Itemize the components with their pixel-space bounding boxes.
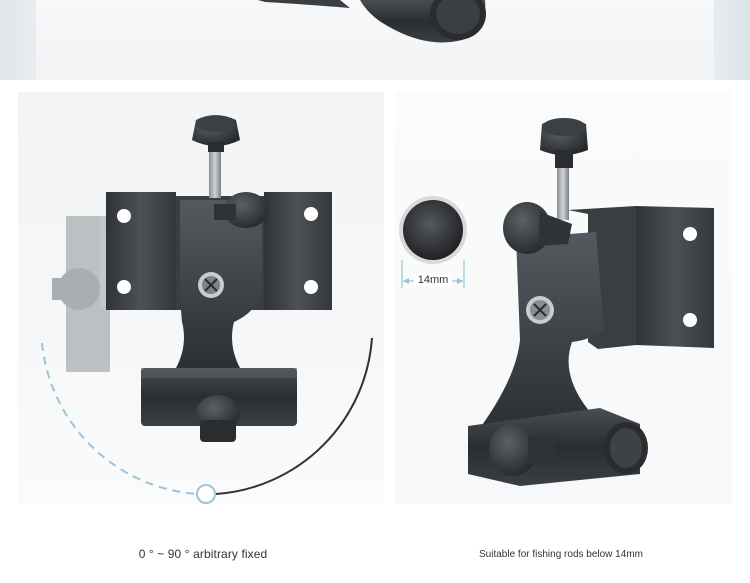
- top-tube-clamp: [258, 0, 486, 43]
- rotation-arc-dashed: [41, 342, 199, 495]
- rotation-handle-icon: [196, 484, 216, 504]
- rotation-arc-solid: [215, 337, 373, 495]
- suitable-caption: Suitable for fishing rods below 14mm: [479, 549, 643, 560]
- right-bracket: [468, 118, 714, 486]
- left-bracket: [106, 115, 332, 442]
- diameter-label: 14mm: [417, 274, 449, 286]
- rod-cross-section: [399, 196, 467, 288]
- angle-caption: 0 ° ~ 90 ° arbitrary fixed: [138, 547, 268, 561]
